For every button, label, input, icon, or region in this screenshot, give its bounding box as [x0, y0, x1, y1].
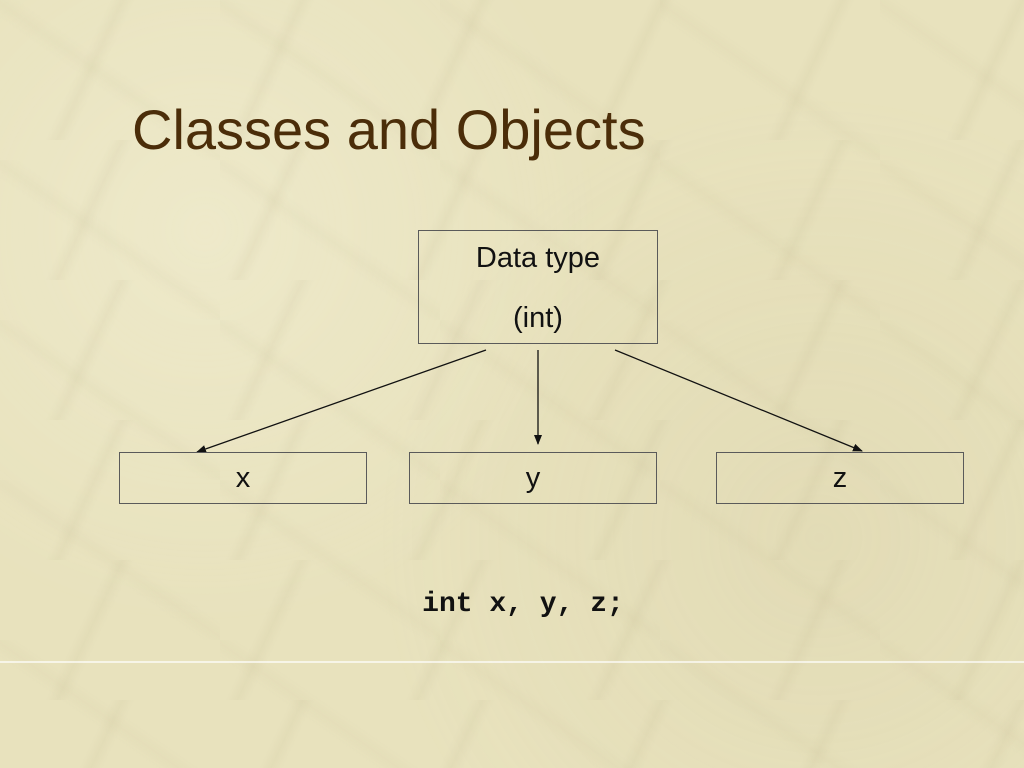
slide-title: Classes and Objects [132, 98, 646, 161]
data-type-value: (int) [513, 302, 563, 334]
data-type-box: Data type (int) [418, 230, 658, 344]
arrow-to-x [196, 349, 487, 453]
variable-box-y: y [409, 452, 657, 504]
code-declaration: int x, y, z; [422, 589, 624, 620]
variable-box-z: z [716, 452, 964, 504]
arrow-to-z [614, 349, 863, 452]
footer-divider [0, 661, 1024, 663]
data-type-label: Data type [475, 242, 601, 274]
variable-box-x: x [119, 452, 367, 504]
